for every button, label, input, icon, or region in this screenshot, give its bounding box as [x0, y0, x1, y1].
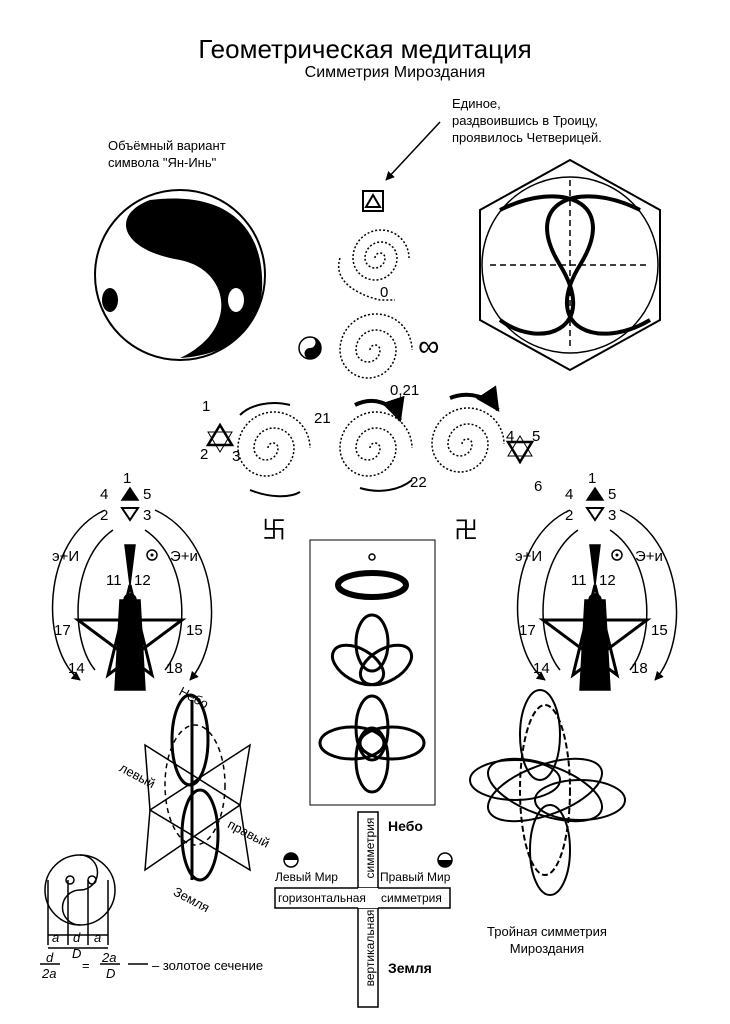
star-of-david-left-icon [205, 422, 235, 453]
left-fig-12: 12 [134, 572, 151, 589]
right-fig-1: 1 [588, 470, 597, 487]
cross-heaven: Небо [388, 818, 423, 834]
label-left-2: 2 [200, 446, 209, 463]
triple-symmetry-knot-icon [469, 689, 626, 896]
label-21: 21 [314, 410, 331, 427]
label-right-4: 4 [506, 428, 515, 445]
right-fig-15: 15 [651, 622, 668, 639]
unity-caption-line2: раздвоившись в Троицу, [452, 113, 599, 128]
page-subtitle: Симметрия Мироздания [304, 64, 486, 81]
frac1-den: 2a [42, 966, 57, 981]
knot-frame [309, 539, 436, 806]
label-22: 22 [410, 474, 427, 491]
left-fig-11: 11 [106, 572, 122, 589]
world-half-circle-left-icon [283, 852, 299, 868]
yinyang-caption-line1: Объёмный вариант [108, 138, 226, 153]
frac1-num: d [46, 950, 54, 965]
golden-D: D [72, 946, 82, 961]
world-half-circle-right-icon [437, 852, 453, 868]
right-fig-12: 12 [599, 572, 616, 589]
triangle-box-icon [362, 190, 384, 212]
left-fig-5: 5 [143, 486, 152, 503]
swastika-left-icon: 卐 [262, 517, 286, 544]
label-right-5: 5 [532, 428, 541, 445]
label-left-3: 3 [232, 448, 241, 465]
label-right-6: 6 [534, 478, 543, 495]
right-fig-E-i: Э+и [635, 548, 663, 565]
left-knot-icon [144, 693, 252, 882]
spiral-row-icon [237, 407, 505, 477]
right-figure-icon [516, 486, 678, 691]
cross-vertical: вертикальная [363, 909, 377, 987]
cross-right-world: Правый Мир [380, 870, 451, 884]
frac2-den: D [106, 966, 116, 981]
page-title: Геометрическая медитация [198, 34, 532, 64]
small-yinyang-icon [298, 336, 322, 360]
left-figure-icon [51, 486, 213, 691]
frac2-num: 2a [102, 950, 117, 965]
top-spiral-icon [337, 229, 410, 301]
golden-ratio-yinyang-icon [40, 854, 148, 965]
left-fig-1: 1 [123, 470, 132, 487]
golden-a-left: a [52, 930, 60, 945]
left-fig-4: 4 [100, 486, 109, 503]
cross-earth: Земля [388, 960, 432, 976]
spiral-flow-arrows [239, 385, 500, 498]
moon-sun-left-icon [120, 549, 158, 561]
right-fig-e-i: э+И [515, 548, 543, 565]
swastika-right-icon: 卍 [454, 517, 478, 544]
golden-caption: – золотое сечение [152, 958, 264, 973]
cross-icon [274, 811, 451, 1008]
golden-a-right: a [94, 930, 102, 945]
right-fig-4: 4 [565, 486, 574, 503]
left-fig-e-i: э+И [52, 548, 80, 565]
knot-series-icon [318, 553, 426, 794]
left-fig-E-i: Э+и [170, 548, 198, 565]
triple-caption-line2: Мироздания [509, 941, 585, 956]
label-zero21: 0,21 [390, 382, 420, 399]
cross-h-symmetry: симметрия [381, 891, 442, 905]
star-of-david-right-icon [505, 435, 535, 465]
unity-caption-line3: проявилось Четверицей. [452, 130, 602, 145]
left-fig-3: 3 [143, 507, 152, 524]
cross-horizontal: горизонтальная [278, 891, 366, 905]
cross-v-symmetry: симметрия [363, 817, 377, 879]
yinyang-caption-line2: символа "Ян-Инь" [108, 155, 217, 170]
right-fig-5: 5 [608, 486, 617, 503]
left-fig-15: 15 [186, 622, 203, 639]
unity-caption-line1: Единое, [452, 96, 501, 111]
triple-caption-line1: Тройная симметрия [487, 924, 607, 939]
unity-arrow [385, 121, 441, 181]
label-zero: 0 [380, 284, 389, 301]
moon-sun-right-icon [585, 549, 623, 561]
cross-left-world: Левый Мир [275, 870, 338, 884]
infinity-icon: ∞ [418, 330, 440, 363]
yinyang-sphere-icon [94, 189, 266, 361]
golden-d: d [73, 930, 81, 945]
left-fig-2: 2 [100, 507, 109, 524]
left-fig-18: 18 [166, 660, 183, 677]
right-fig-17: 17 [519, 622, 536, 639]
label-left-1: 1 [202, 398, 211, 415]
left-fig-14: 14 [68, 660, 85, 677]
right-fig-18: 18 [631, 660, 648, 677]
right-fig-11: 11 [571, 572, 587, 589]
middle-spiral-icon [339, 313, 413, 379]
left-fig-17: 17 [54, 622, 71, 639]
right-fig-2: 2 [565, 507, 574, 524]
right-fig-3: 3 [608, 507, 617, 524]
frac-eq: = [82, 958, 90, 973]
cube-knot-icon [479, 158, 661, 372]
right-fig-14: 14 [533, 660, 550, 677]
